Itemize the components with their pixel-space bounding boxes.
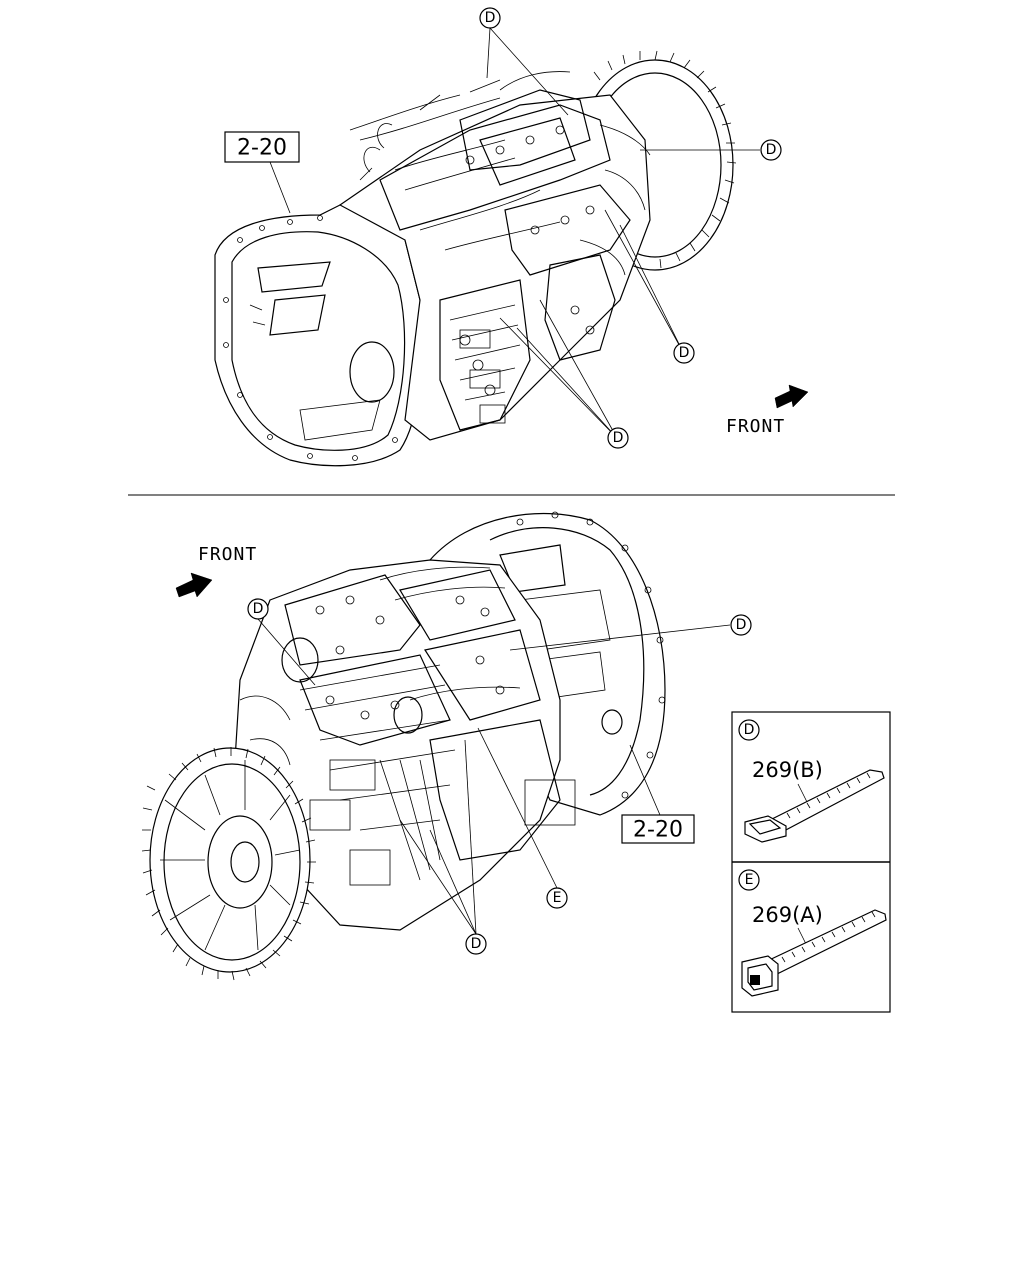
callout-letter: D bbox=[766, 142, 777, 158]
callout-d-bottom-2: D bbox=[730, 614, 752, 636]
front-arrow-icon bbox=[774, 384, 809, 409]
gearbox-case-top bbox=[338, 71, 651, 441]
callout-letter: D bbox=[744, 722, 755, 738]
clutch-housing-top bbox=[214, 201, 423, 467]
callout-d-bottom-3: D bbox=[465, 933, 487, 955]
transmission-top-view: D D D D 2-20 FRONT bbox=[214, 7, 809, 467]
callout-letter: D bbox=[736, 617, 747, 633]
callout-letter: E bbox=[745, 872, 754, 888]
callout-letter: D bbox=[253, 601, 264, 617]
callout-letter: D bbox=[613, 430, 624, 446]
legend-item-d: D 269(B) bbox=[738, 719, 885, 843]
callout-letter: D bbox=[471, 936, 482, 952]
callout-d-bottom-1: D bbox=[247, 598, 269, 620]
callout-d-top-4: D bbox=[607, 427, 629, 449]
front-arrow-icon bbox=[175, 572, 213, 598]
front-arrow-bottom: FRONT bbox=[175, 544, 257, 598]
cable-tie-mount-icon bbox=[741, 909, 887, 997]
gearbox-case-bottom bbox=[234, 559, 576, 931]
transmission-bottom-view: D D D E 2-20 FRONT bbox=[141, 511, 752, 981]
ring-gear-bottom bbox=[141, 747, 316, 981]
callout-d-top-3: D bbox=[673, 342, 695, 364]
front-label: FRONT bbox=[726, 416, 785, 437]
ref-label-top: 2-20 bbox=[224, 131, 300, 163]
cable-tie-clip-icon bbox=[744, 769, 885, 843]
parts-legend: D 269(B) E 269(A) bbox=[731, 711, 891, 1013]
part-number: 269(B) bbox=[752, 758, 823, 782]
callout-d-top-2: D bbox=[760, 139, 782, 161]
callout-e-bottom: E bbox=[546, 887, 568, 909]
ref-label-bottom: 2-20 bbox=[621, 814, 695, 844]
legend-item-e: E 269(A) bbox=[738, 869, 887, 997]
callout-letter: E bbox=[553, 890, 562, 906]
callout-letter: D bbox=[679, 345, 690, 361]
ref-label-text: 2-20 bbox=[237, 136, 287, 161]
front-arrow-top: FRONT bbox=[726, 384, 809, 437]
callouts-top bbox=[269, 27, 760, 439]
front-label: FRONT bbox=[198, 544, 257, 565]
callout-letter: D bbox=[485, 10, 496, 26]
ref-label-text: 2-20 bbox=[633, 818, 683, 843]
part-number: 269(A) bbox=[752, 903, 823, 927]
callout-d-top-1: D bbox=[479, 7, 501, 29]
callouts-bottom bbox=[257, 618, 731, 935]
